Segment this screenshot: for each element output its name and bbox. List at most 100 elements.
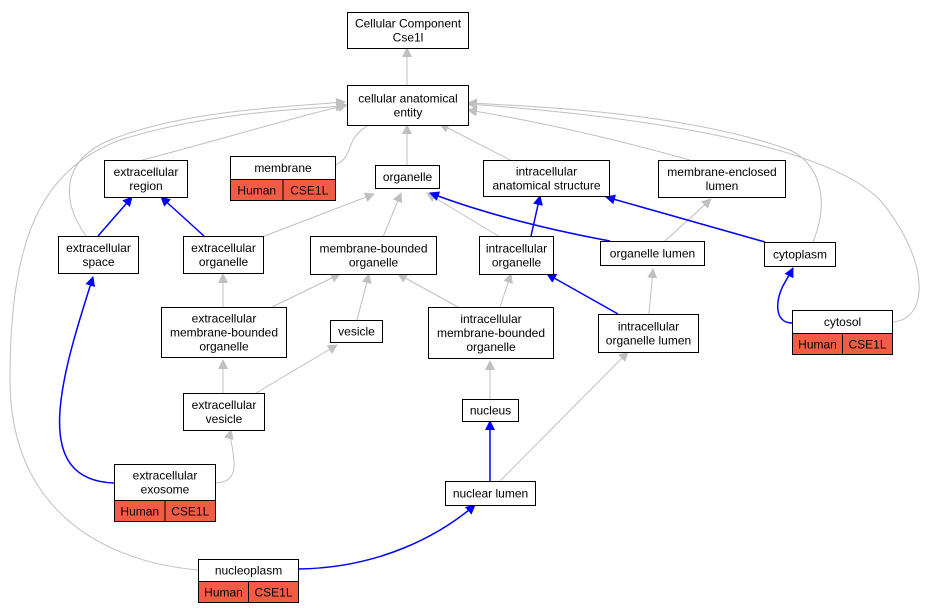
edge-embo-to-mbo bbox=[271, 273, 341, 308]
node-label: membrane-enclosed bbox=[667, 165, 776, 179]
node-label: nuclear lumen bbox=[453, 487, 528, 501]
node-label: extracellular bbox=[191, 241, 256, 255]
edge-imbo-to-io bbox=[499, 273, 513, 308]
node-label: organelle bbox=[349, 256, 399, 270]
node-box bbox=[428, 307, 554, 359]
node-label: anatomical structure bbox=[492, 179, 600, 193]
node-label: cytoplasm bbox=[773, 248, 827, 262]
node-label: region bbox=[129, 179, 162, 193]
gene-label: CSE1L bbox=[848, 338, 886, 352]
species-label: Human bbox=[204, 586, 243, 600]
edge-imbo-to-mbo bbox=[397, 273, 459, 308]
node-box bbox=[375, 165, 440, 189]
node-box bbox=[104, 160, 188, 198]
annotation-np: Human CSE1L bbox=[198, 581, 299, 603]
edge-cyto-to-cae bbox=[467, 98, 822, 243]
edge-io-to-organelle bbox=[426, 192, 501, 238]
node-label: Cse1l bbox=[393, 31, 424, 45]
node-label: membrane bbox=[254, 161, 312, 175]
edge-cytosol-to-cyto bbox=[777, 267, 794, 324]
gene-cell bbox=[282, 179, 336, 201]
node-box bbox=[183, 236, 264, 274]
edge-np-to-nl bbox=[297, 504, 476, 570]
node-np: nucleoplasm bbox=[198, 559, 299, 582]
node-box bbox=[462, 399, 519, 422]
node-label: membrane-bounded bbox=[170, 326, 278, 340]
edge-ecs-to-cae bbox=[68, 97, 346, 237]
edge-ecr-to-cae bbox=[141, 102, 348, 161]
node-nl: nuclear lumen bbox=[445, 481, 536, 506]
edge-np-to-cae bbox=[9, 101, 346, 571]
node-membrane: membrane bbox=[230, 156, 336, 180]
node-box bbox=[114, 464, 216, 501]
node-label: lumen bbox=[706, 179, 739, 193]
gene-label: CSE1L bbox=[254, 586, 292, 600]
edge-io-to-ias bbox=[530, 195, 543, 237]
node-label: extracellular bbox=[66, 241, 131, 255]
edge-vesicle-to-mbo bbox=[356, 273, 372, 321]
edge-exo-to-ecs bbox=[58, 276, 115, 484]
edge-exo-to-ev bbox=[214, 429, 235, 484]
node-label: organelle bbox=[383, 170, 433, 184]
node-nucleus: nucleus bbox=[462, 399, 519, 422]
node-box bbox=[58, 236, 139, 274]
gene-label: CSE1L bbox=[171, 505, 209, 519]
node-vesicle: vesicle bbox=[330, 320, 383, 343]
node-box bbox=[658, 160, 786, 198]
node-label: intracellular bbox=[486, 242, 547, 256]
node-label: space bbox=[82, 255, 114, 269]
gene-cell bbox=[248, 581, 299, 603]
node-label: vesicle bbox=[338, 325, 375, 339]
node-label: membrane-bounded bbox=[437, 326, 545, 340]
node-label: cellular anatomical bbox=[358, 92, 457, 106]
node-label: exosome bbox=[141, 483, 190, 497]
edge-eco-to-ecr bbox=[160, 196, 205, 237]
edge-mel-to-cae bbox=[467, 106, 691, 161]
node-label: nucleus bbox=[470, 404, 511, 418]
node-label: membrane-bounded bbox=[319, 242, 427, 256]
edge-cytosol-to-cae bbox=[467, 99, 920, 323]
edge-iol-to-ol bbox=[647, 268, 658, 315]
node-cytosol: cytosol bbox=[792, 310, 893, 334]
node-box bbox=[600, 241, 705, 266]
node-label: extracellular bbox=[192, 312, 257, 326]
node-label: vesicle bbox=[206, 412, 243, 426]
node-box bbox=[330, 320, 383, 343]
edge-ev-to-vesicle bbox=[255, 344, 338, 394]
node-box bbox=[161, 307, 287, 358]
node-box bbox=[479, 236, 554, 275]
node-label: organelle lumen bbox=[606, 334, 691, 348]
edge-cyto-to-ias bbox=[605, 194, 766, 243]
node-box bbox=[347, 12, 469, 49]
node-label: nucleoplasm bbox=[215, 564, 282, 578]
edge-ol-to-organelle bbox=[429, 191, 611, 242]
species-label: Human bbox=[120, 505, 159, 519]
node-label: intracellular bbox=[618, 320, 679, 334]
node-label: extracellular bbox=[192, 398, 257, 412]
edge-eco-to-organelle bbox=[261, 192, 375, 238]
node-box bbox=[598, 314, 699, 353]
edge-layer bbox=[9, 47, 920, 571]
edge-mbo-to-organelle bbox=[382, 192, 403, 238]
gene-label: CSE1L bbox=[290, 184, 328, 198]
node-cyto: cytoplasm bbox=[764, 242, 836, 267]
node-label: Cellular Component bbox=[355, 17, 462, 31]
node-label: extracellular bbox=[133, 469, 198, 483]
node-label: organelle bbox=[466, 340, 516, 354]
node-label: organelle lumen bbox=[610, 247, 695, 261]
